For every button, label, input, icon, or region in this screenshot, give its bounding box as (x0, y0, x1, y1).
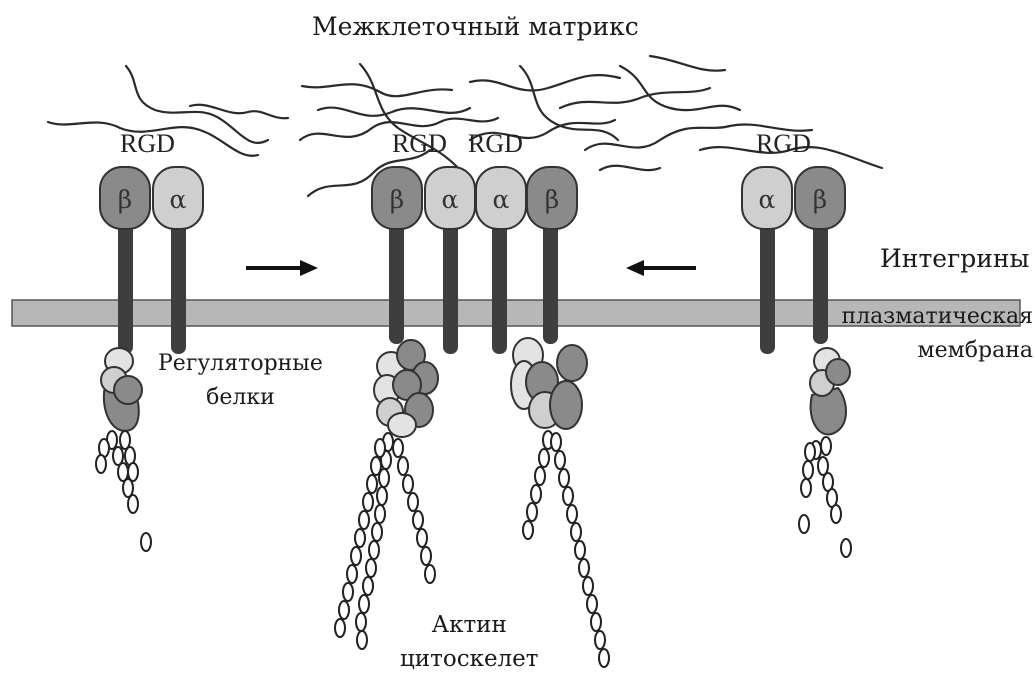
alpha-label: α (170, 185, 187, 214)
integrins-label: Интегрины (880, 246, 1029, 271)
membrane-label: плазматическая мембрана (842, 300, 1033, 368)
beta-label: β (545, 185, 559, 214)
actin-filaments-left (96, 431, 151, 551)
beta-label: β (390, 185, 404, 214)
rgd-label-center-right: RGD (468, 129, 523, 158)
matrix-label: Межклеточный матрикс (312, 14, 639, 39)
alpha-label: α (442, 185, 459, 214)
actin-filaments-right (799, 437, 851, 557)
actin-label-line2: цитоскелет (400, 642, 539, 676)
regulatory-proteins-left (101, 348, 142, 431)
regulatory-proteins-center-right (511, 338, 587, 429)
regulatory-label-line2: белки (158, 381, 323, 415)
integrin-stalks (118, 222, 828, 354)
alpha-label: α (493, 185, 510, 214)
actin-label-line1: Актин (400, 608, 539, 642)
actin-label: Актин цитоскелет (400, 608, 539, 676)
beta-label: β (813, 185, 827, 214)
regulatory-label-line1: Регуляторные (158, 347, 323, 381)
integrin-left: β α (100, 167, 203, 229)
arrow-left (626, 260, 696, 276)
arrow-right (246, 260, 318, 276)
rgd-label-right: RGD (756, 129, 811, 158)
rgd-label-center-left: RGD (392, 129, 447, 158)
membrane-label-line1: плазматическая (842, 300, 1033, 334)
rgd-label-left: RGD (120, 129, 175, 158)
integrin-right: α β (742, 167, 845, 229)
regulatory-proteins-label: Регуляторные белки (158, 347, 323, 415)
regulatory-proteins-center-left (374, 340, 438, 437)
integrin-cluster: β α α β (372, 167, 577, 229)
membrane-label-line2: мембрана (842, 334, 1033, 368)
beta-label: β (118, 185, 132, 214)
alpha-label: α (759, 185, 776, 214)
